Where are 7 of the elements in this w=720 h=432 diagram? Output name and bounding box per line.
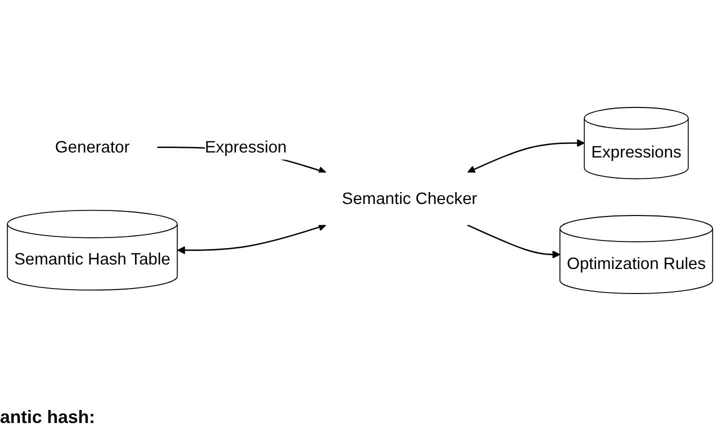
node-text: Semantic Checker (342, 188, 478, 208)
edge-label: Expression (204, 137, 287, 156)
section-heading: antic hash: (0, 407, 96, 428)
node-text: Generator (55, 137, 130, 156)
arrow (177, 222, 326, 254)
arrow (467, 138, 585, 173)
arrow (467, 224, 560, 258)
